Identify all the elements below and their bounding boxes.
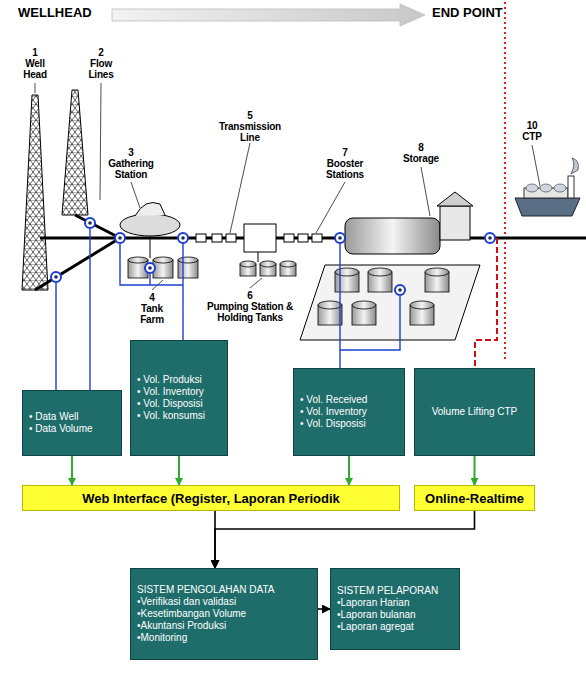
flow-arrow bbox=[215, 511, 475, 568]
callout-number: 7 bbox=[330, 147, 360, 158]
box-text: •Akuntansi Produksi bbox=[137, 620, 311, 632]
box-text: • Data Well bbox=[29, 411, 115, 423]
box-text: • Vol. Produksi bbox=[137, 374, 221, 386]
box-text: • Vol. Inventory bbox=[137, 386, 221, 398]
box-text: Online-Realtime bbox=[425, 491, 524, 506]
box-heading: SISTEM PENGOLAHAN DATA bbox=[137, 584, 311, 596]
box-text: •Monitoring bbox=[137, 632, 311, 644]
data-box: • Data Well• Data Volume bbox=[22, 390, 122, 456]
callout-number: 2 bbox=[86, 47, 116, 58]
box-text: •Verifikasi dan validasi bbox=[137, 596, 311, 608]
box-text: •Laporan bulanan bbox=[337, 609, 453, 621]
callout-name: Tank Farm bbox=[132, 303, 172, 325]
interface-bar: Online-Realtime bbox=[414, 485, 535, 511]
heading-label: WELLHEAD bbox=[18, 5, 108, 20]
box-text: •Laporan Harian bbox=[337, 597, 453, 609]
box-text: •Laporan agregat bbox=[337, 621, 453, 633]
callout-name: Flow Lines bbox=[80, 58, 122, 80]
data-box: • Vol. Produksi• Vol. Inventory• Vol. Di… bbox=[130, 340, 228, 456]
flow-arrow bbox=[474, 456, 476, 485]
box-heading: SISTEM PELAPORAN bbox=[337, 585, 453, 597]
callout-number: 5 bbox=[235, 110, 265, 121]
box-text: • Vol. konsumsi bbox=[137, 410, 221, 422]
data-box: Volume Lifting CTP bbox=[414, 368, 535, 456]
box-text: Web Interface (Register, Laporan Periodi… bbox=[82, 491, 340, 506]
box-text: • Vol. Received bbox=[300, 394, 398, 406]
callout-number: 4 bbox=[137, 292, 167, 303]
box-text: • Data Volume bbox=[29, 423, 115, 435]
callout-name: CTP bbox=[512, 131, 552, 142]
callout-name: Booster Stations bbox=[312, 158, 378, 180]
flow-arrow bbox=[178, 456, 180, 485]
callout-name: Well Head bbox=[14, 58, 56, 80]
callout-name: Storage bbox=[396, 153, 446, 164]
report-box: SISTEM PELAPORAN•Laporan Harian•Laporan … bbox=[330, 568, 460, 650]
callout-number: 3 bbox=[116, 147, 146, 158]
box-text: Volume Lifting CTP bbox=[432, 406, 518, 418]
callout-name: Transmission Line bbox=[208, 121, 292, 143]
callout-number: 6 bbox=[235, 290, 265, 301]
flow-arrow bbox=[71, 456, 73, 485]
box-text: •Kesetimbangan Volume bbox=[137, 608, 311, 620]
callout-number: 1 bbox=[20, 47, 50, 58]
data-box: • Vol. Received• Vol. Inventory• Vol. Di… bbox=[293, 368, 405, 456]
flow-arrow bbox=[348, 456, 350, 485]
box-text: • Vol. Inventory bbox=[300, 406, 398, 418]
callout-number: 10 bbox=[517, 120, 547, 131]
heading-label: END POINT bbox=[432, 5, 504, 20]
flow-arrow bbox=[318, 608, 330, 610]
process-box: SISTEM PENGOLAHAN DATA•Verifikasi dan va… bbox=[130, 568, 318, 660]
interface-bar: Web Interface (Register, Laporan Periodi… bbox=[22, 485, 400, 511]
callout-number: 8 bbox=[406, 142, 436, 153]
box-text: • Vol. Disposisi bbox=[137, 398, 221, 410]
callout-name: Gathering Station bbox=[96, 158, 166, 180]
box-text: • Vol. Disposisi bbox=[300, 418, 398, 430]
callout-name: Pumping Station & Holding Tanks bbox=[198, 301, 302, 323]
